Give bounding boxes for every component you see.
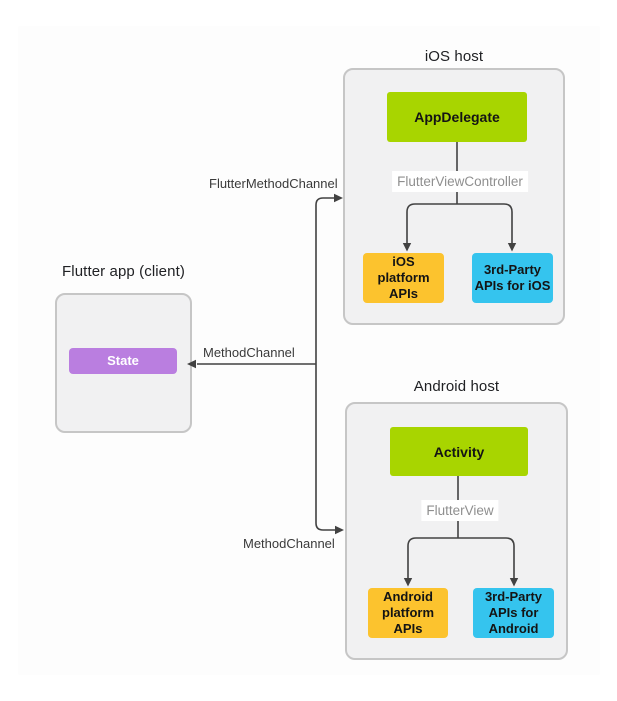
connector-trunk [315, 197, 336, 531]
android-third-party-apis-box: 3rd-Party APIs for Android [473, 588, 554, 638]
android-host-title: Android host [413, 378, 500, 395]
connector-ios-split [406, 203, 513, 246]
ios-platform-apis-box: iOS platform APIs [363, 253, 444, 303]
activity-box: Activity [390, 427, 528, 476]
arrowhead-android-third-party [509, 578, 519, 587]
flutterview-label: FlutterView [421, 500, 499, 521]
appdelegate-box: AppDelegate [387, 92, 527, 142]
arrowhead-ios-platform-apis [402, 243, 412, 252]
android-platform-apis-box: Android platform APIs [368, 588, 448, 638]
arrowhead-android-platform-apis [403, 578, 413, 587]
flutter-app-title: Flutter app (client) [62, 263, 185, 280]
flutterviewcontroller-label: FlutterViewController [392, 171, 528, 192]
flutter-method-channel-label: FlutterMethodChannel [209, 176, 338, 191]
arrowhead-into-state [187, 359, 196, 369]
connector-android-split [407, 537, 515, 580]
arrowhead-ios-third-party [507, 243, 517, 252]
arrowhead-into-ios-host [334, 193, 343, 203]
method-channel-state-label: MethodChannel [203, 345, 295, 360]
arrowhead-into-android-host [335, 525, 344, 535]
state-box: State [69, 348, 177, 374]
ios-host-title: iOS host [424, 48, 484, 65]
ios-third-party-apis-box: 3rd-Party APIs for iOS [472, 253, 553, 303]
method-channel-android-label: MethodChannel [243, 536, 335, 551]
